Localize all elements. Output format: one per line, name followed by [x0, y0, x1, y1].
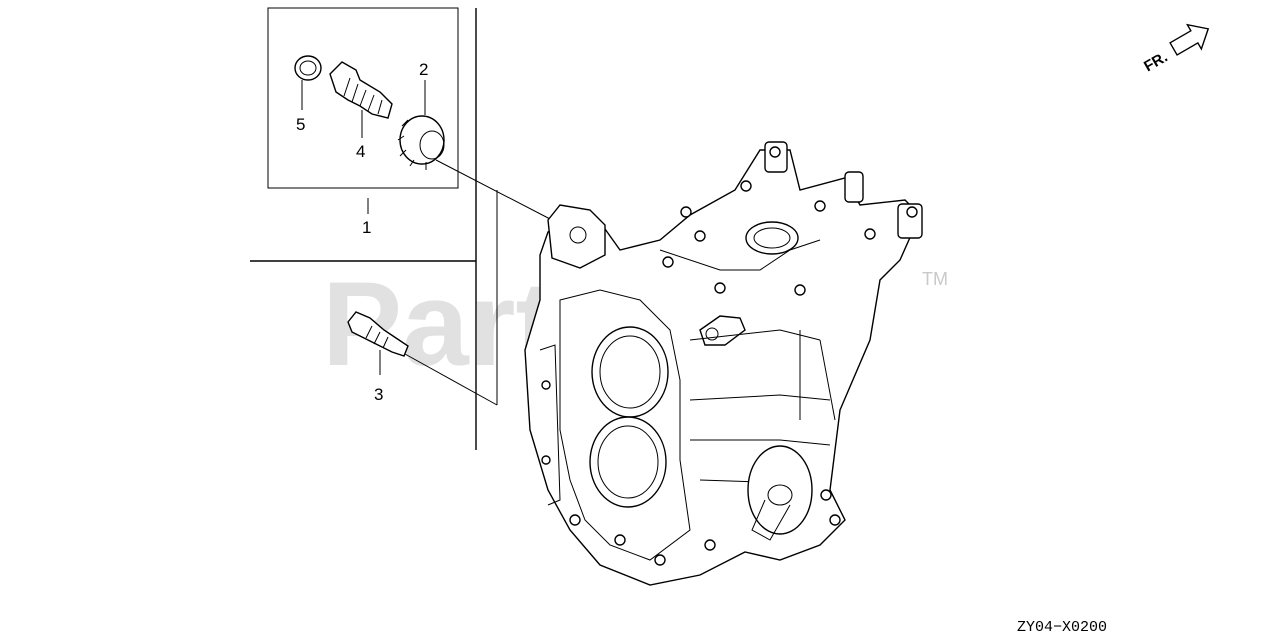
part-2-gear[interactable] — [397, 115, 445, 170]
leader-gear-to-block — [435, 159, 553, 221]
callout-3: 3 — [374, 385, 383, 404]
arrow-right-icon — [1169, 23, 1210, 56]
diagram-code: ZY04−X0200 — [1017, 619, 1107, 636]
callout-1: 1 — [362, 218, 371, 237]
kit-box — [267, 7, 459, 189]
part-3-plug[interactable] — [347, 311, 409, 357]
leader-plug-to-block — [404, 353, 498, 406]
callout-5: 5 — [296, 115, 305, 134]
part-4-shaft[interactable] — [329, 61, 393, 119]
front-direction-label: FR. — [1141, 49, 1170, 76]
callout-2: 2 — [419, 60, 428, 79]
callout-4: 4 — [356, 142, 365, 161]
part-5-seal[interactable] — [294, 55, 322, 81]
watermark-trademark: TM — [922, 269, 948, 289]
engine-block — [524, 141, 923, 586]
front-direction-indicator: FR. — [1141, 23, 1210, 76]
